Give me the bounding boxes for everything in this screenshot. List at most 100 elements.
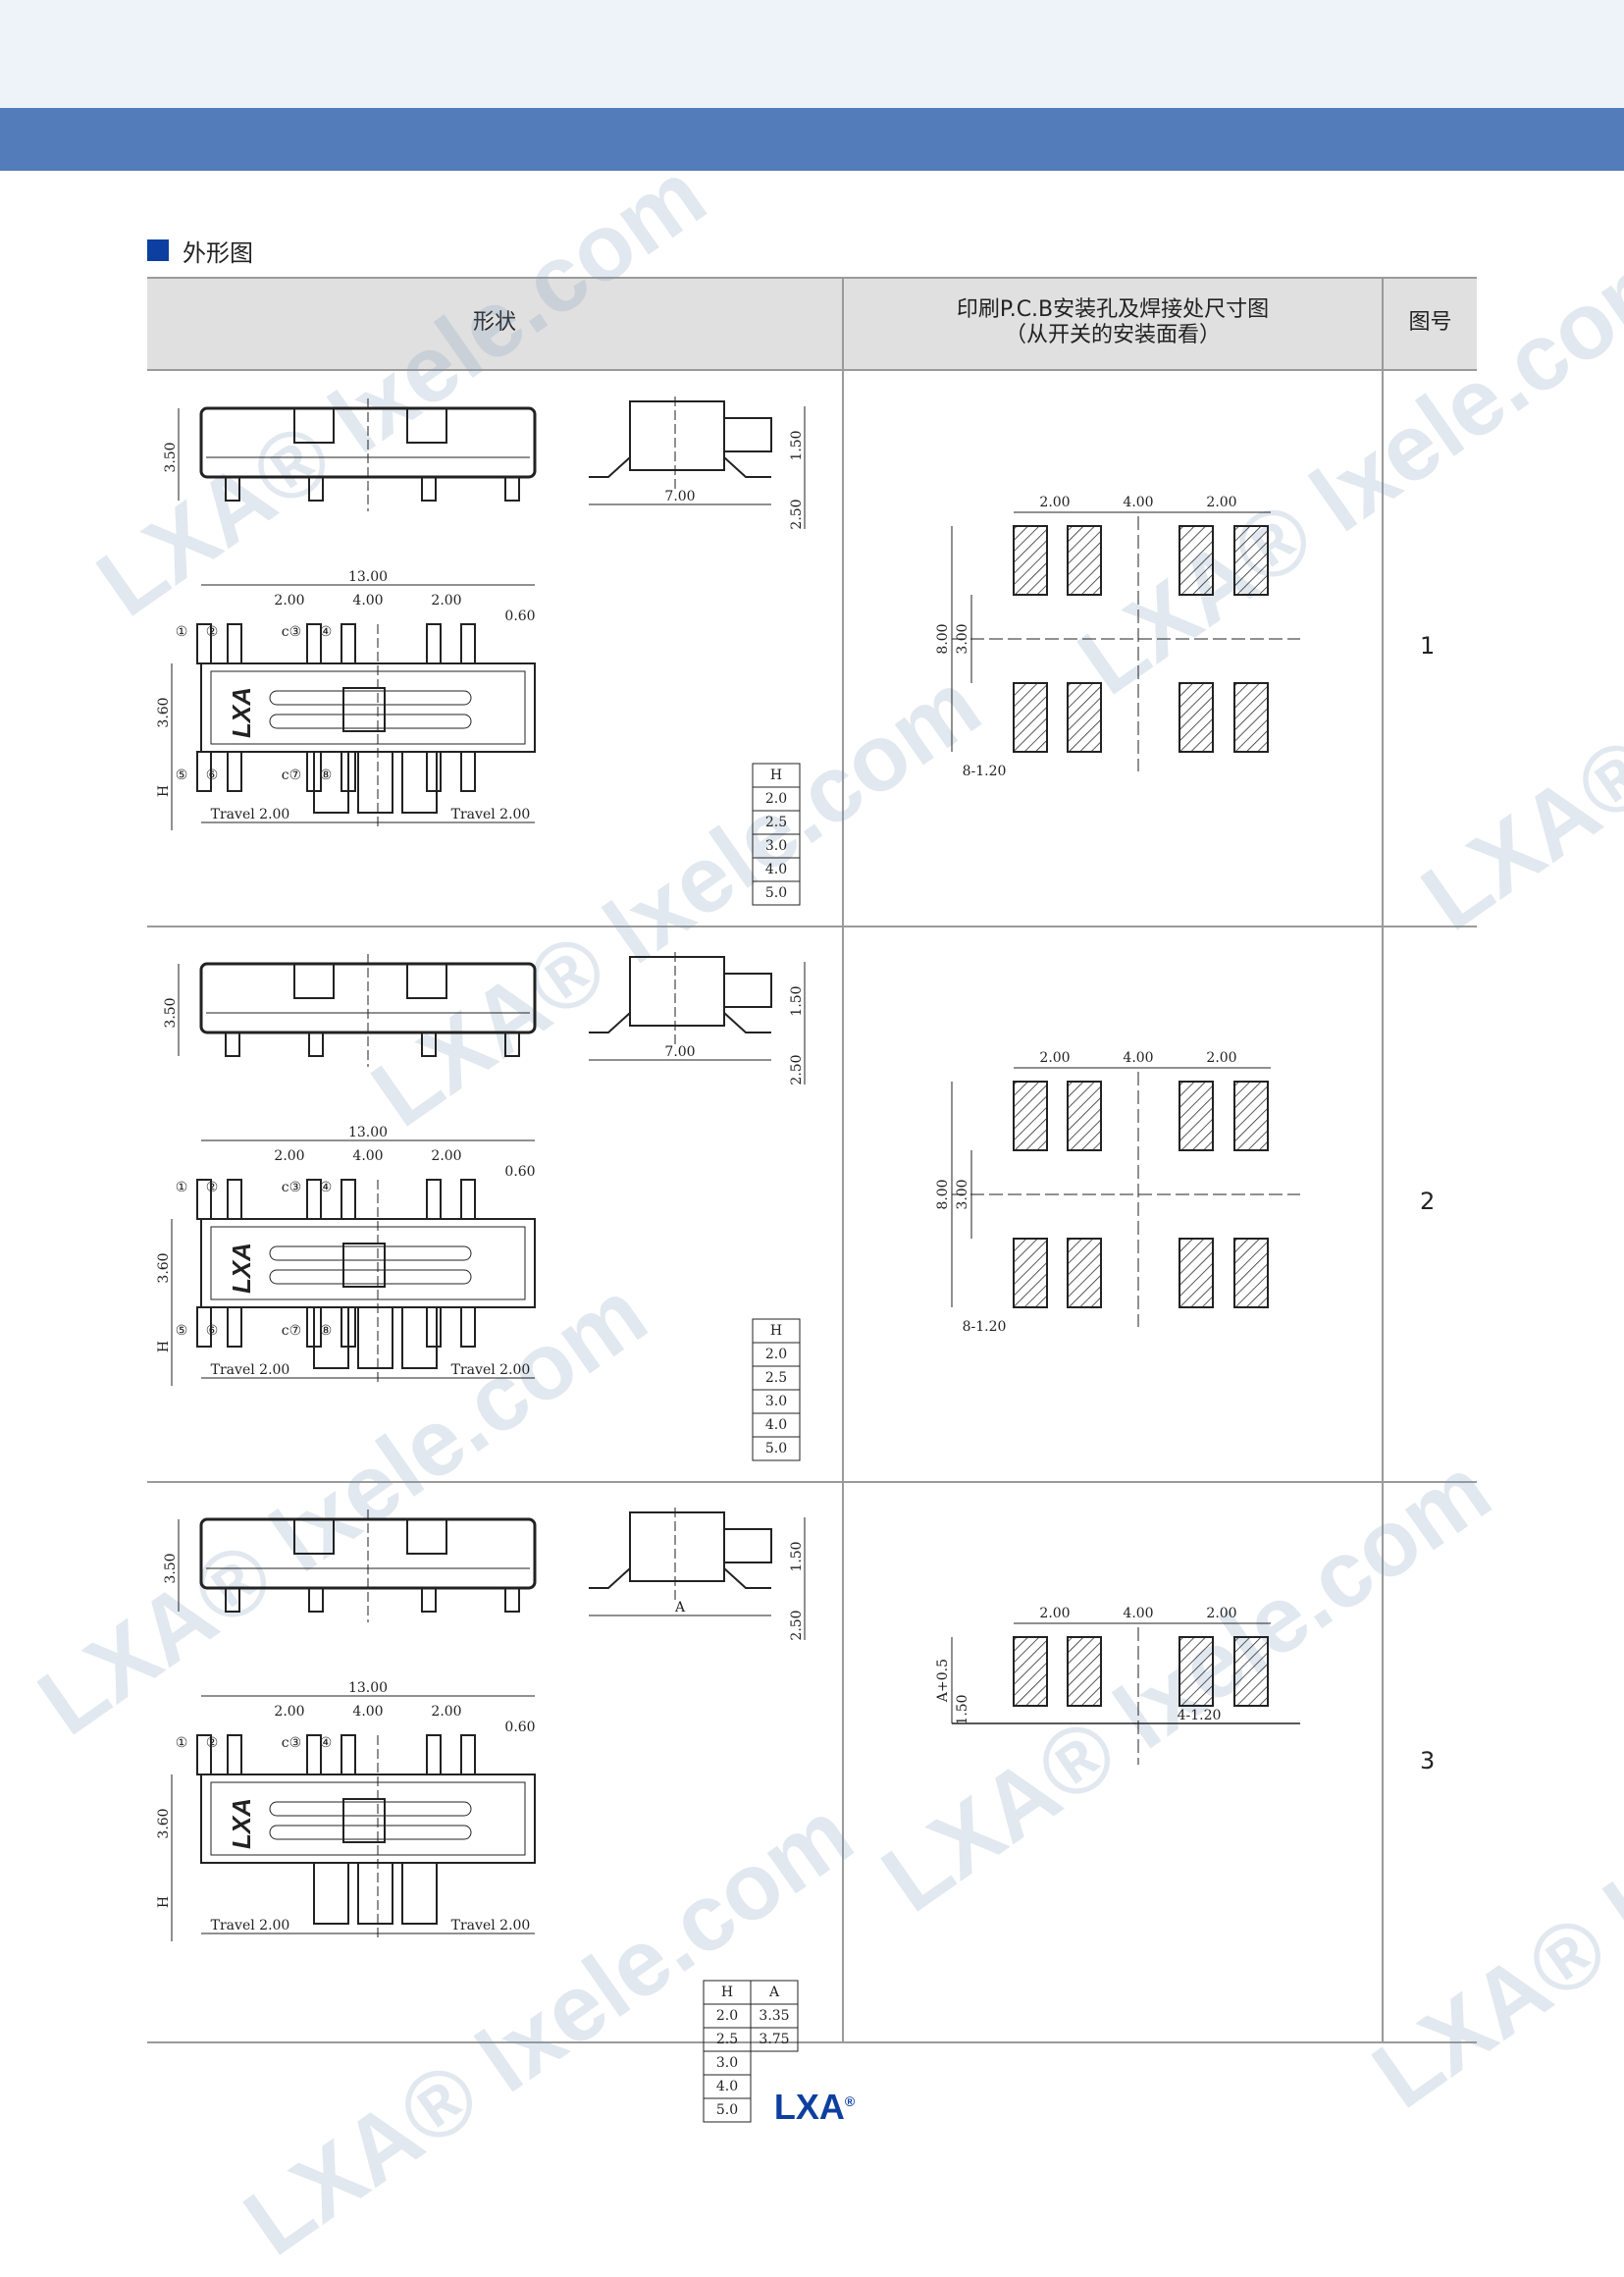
pcb-pitch-a-left-2: 2.00 <box>1039 1050 1070 1066</box>
dim-width-2: 13.00 <box>348 1125 388 1140</box>
travel-right-1: Travel 2.00 <box>451 807 531 822</box>
top-view-pin <box>225 1032 240 1057</box>
pin-label-8-2: ⑧ <box>320 1323 333 1339</box>
side-view-drawing-1: 7.001.502.50 <box>589 397 806 530</box>
top-view-pin <box>504 1587 520 1613</box>
pcb-pad <box>1179 1238 1214 1308</box>
pin-label-5-1: ⑤ <box>176 768 188 783</box>
h-table-value: 3.0 <box>716 2055 738 2071</box>
pin-label-1-3: ① <box>176 1735 188 1751</box>
pcb-pad <box>1067 1636 1102 1707</box>
pcb-pad <box>1179 1636 1214 1707</box>
actuator-right <box>401 751 438 814</box>
side-view-drawing-2: 7.001.502.50 <box>589 952 806 1086</box>
pcb-pad <box>1233 1636 1269 1707</box>
pcb-pad <box>1233 1238 1269 1308</box>
outline-table: 形状 印刷P.C.B安装孔及焊接处尺寸图（从开关的安装面看） 图号 1 2 3 <box>147 277 1477 2043</box>
col-divider-1 <box>842 277 844 2043</box>
pcb-pad <box>1179 1081 1214 1151</box>
top-view-pin <box>308 1587 324 1613</box>
dim-pitch-a-right-3: 2.00 <box>431 1704 461 1720</box>
pcb-pad <box>1233 682 1269 753</box>
dim-body-height-2: 3.60 <box>156 1252 172 1283</box>
a-table-value: 3.75 <box>759 2032 789 2047</box>
h-table-value: 2.5 <box>765 815 787 830</box>
h-table-value: 5.0 <box>765 1441 787 1456</box>
top-view-pin <box>504 1032 520 1057</box>
h-table-value: 2.0 <box>765 791 787 807</box>
dim-h-label-2: H <box>156 1341 172 1352</box>
side-view-width-label-1: 7.00 <box>664 489 695 504</box>
side-dim-250-2: 2.50 <box>789 1054 805 1085</box>
top-view-pin <box>421 1032 437 1057</box>
dim-pitch-b-1: 4.00 <box>352 593 383 609</box>
pin-top <box>227 623 242 664</box>
actuator-right <box>401 1862 438 1925</box>
col-divider-2 <box>1382 277 1384 2043</box>
dim-body-height-3: 3.60 <box>156 1808 172 1838</box>
row-divider-2 <box>147 1481 1477 1483</box>
pin-label-4-3: ④ <box>320 1735 333 1751</box>
pcb-pad <box>1013 1238 1048 1308</box>
pin-label-5-2: ⑤ <box>176 1323 188 1339</box>
side-dim-150-3: 1.50 <box>789 1541 805 1571</box>
actuator-mid <box>357 1306 393 1369</box>
body-logo-2: LXA <box>227 1243 256 1294</box>
pcb-pitch-a-right-3: 2.00 <box>1206 1606 1236 1621</box>
pin-label-6-1: ⑥ <box>206 768 219 783</box>
pcb-dim-150-3: 1.50 <box>955 1694 970 1724</box>
actuator-mid <box>357 751 393 814</box>
dim-pitch-b-2: 4.00 <box>352 1148 383 1164</box>
table-bottom-line <box>147 2041 1477 2043</box>
pin-bottom <box>426 1306 442 1348</box>
pcb-pitch-a-left-3: 2.00 <box>1039 1606 1070 1621</box>
dim-pitch-b-3: 4.00 <box>352 1704 383 1720</box>
dim-pin-width-3: 0.60 <box>504 1720 535 1735</box>
pin-label-1-1: ① <box>176 624 188 640</box>
dim-body-height-1: 3.60 <box>156 697 172 727</box>
pcb-pad <box>1013 682 1048 753</box>
pcb-pad <box>1067 1081 1102 1151</box>
dim-height-2: 3.50 <box>163 997 179 1028</box>
h-table-value: 5.0 <box>765 885 787 901</box>
travel-right-2: Travel 2.00 <box>451 1362 531 1378</box>
h-table-header-2: H <box>770 1323 782 1339</box>
section-title: 外形图 <box>183 238 253 267</box>
pcb-pad <box>1067 682 1102 753</box>
pin-top <box>460 623 476 664</box>
dim-pin-width-1: 0.60 <box>504 609 535 624</box>
dim-pitch-a-left-1: 2.00 <box>274 593 304 609</box>
h-table-value: 3.0 <box>765 838 787 854</box>
pin-top <box>460 1734 476 1775</box>
top-view-drawing-1: 3.50 <box>163 398 537 511</box>
pin-top <box>460 1179 476 1220</box>
row-divider-1 <box>147 926 1477 927</box>
top-view-pin <box>308 1032 324 1057</box>
pcb-pad-count-3: 4-1.20 <box>1178 1708 1222 1723</box>
body-logo-1: LXA <box>227 687 256 738</box>
pin-top <box>341 1179 356 1220</box>
pcb-pad <box>1067 525 1102 596</box>
side-view-drawing-3: A1.502.50 <box>589 1508 806 1641</box>
dim-pitch-a-left-3: 2.00 <box>274 1704 304 1720</box>
actuator-mid <box>357 1862 393 1925</box>
pin-top <box>426 1179 442 1220</box>
pin-bottom <box>227 751 242 792</box>
h-table-value: 2.0 <box>765 1347 787 1362</box>
pcb-pad <box>1179 525 1214 596</box>
side-dim-250-1: 2.50 <box>789 499 805 529</box>
table-top-line <box>147 277 1477 279</box>
pin-label-1-2: ① <box>176 1180 188 1195</box>
dim-width-1: 13.00 <box>348 569 388 585</box>
header-pcb-line1: 印刷P.C.B安装孔及焊接处尺寸图 <box>956 297 1270 322</box>
dim-height-3: 3.50 <box>163 1553 179 1583</box>
top-view-drawing-2: 3.50 <box>163 954 537 1067</box>
pcb-pad <box>1179 682 1214 753</box>
pin-top <box>426 1734 442 1775</box>
header-fig-no: 图号 <box>1384 277 1477 369</box>
h-table-header-3: H <box>721 1985 733 2000</box>
pcb-pad <box>1013 525 1048 596</box>
